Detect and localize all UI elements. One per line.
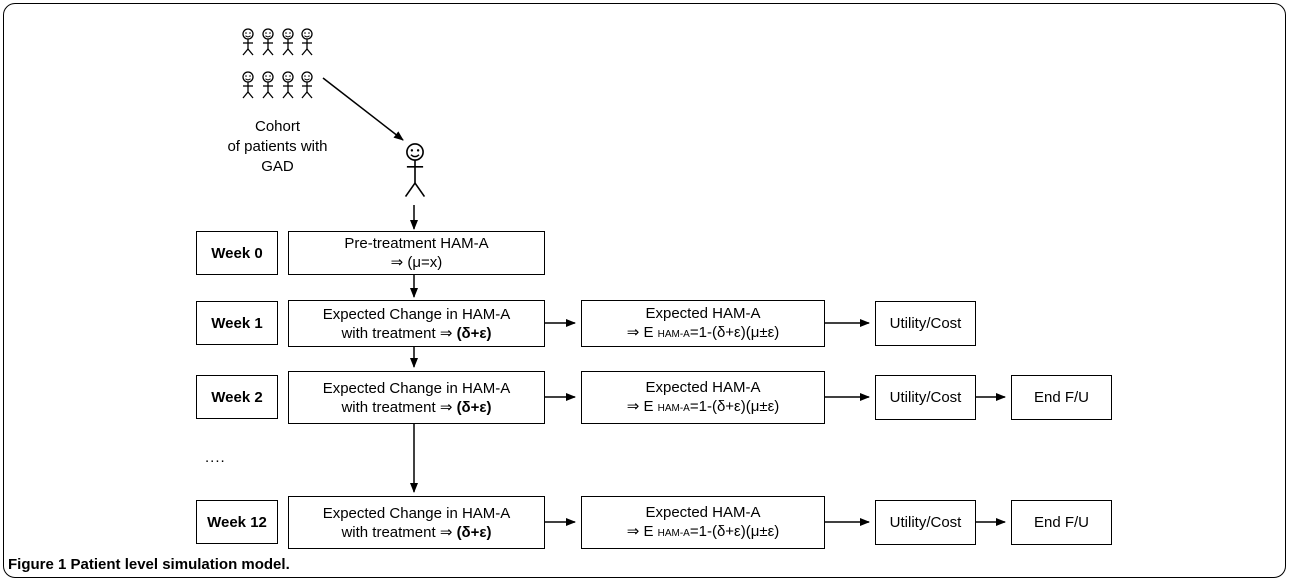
- w1-expected-change-box: Expected Change in HAM-A with treatment …: [288, 300, 545, 347]
- w12-utility-cost-box: Utility/Cost: [875, 500, 976, 545]
- person-icon: [282, 28, 294, 56]
- cohort-label: Cohort of patients with GAD: [227, 118, 328, 175]
- w2-expected-change-box: Expected Change in HAM-A with treatment …: [288, 371, 545, 424]
- person-icon: [242, 71, 254, 99]
- cohort-figures: [242, 28, 313, 99]
- w1-expected-hama-box: Expected HAM-A ⇒ E HAM-A=1-(δ+ε)(μ±ε): [581, 300, 825, 347]
- w2-utility-cost-box: Utility/Cost: [875, 375, 976, 420]
- pretreatment-box: Pre-treatment HAM-A ⇒ (μ=x): [288, 231, 545, 275]
- flow-arrows: [322, 77, 1006, 526]
- arrow-cohort-to-patient: [322, 77, 404, 141]
- w2-expected-hama-box: Expected HAM-A ⇒ E HAM-A=1-(δ+ε)(μ±ε): [581, 371, 825, 424]
- figure-frame: [3, 3, 1286, 578]
- person-icon: [282, 71, 294, 99]
- w12-expected-hama-box: Expected HAM-A ⇒ E HAM-A=1-(δ+ε)(μ±ε): [581, 496, 825, 549]
- person-icon: [301, 28, 313, 56]
- w12-expected-change-box: Expected Change in HAM-A with treatment …: [288, 496, 545, 549]
- person-icon: [242, 28, 254, 56]
- person-icon: [262, 71, 274, 99]
- w2-end-fu-box: End F/U: [1011, 375, 1112, 420]
- person-icon: [301, 71, 313, 99]
- single-patient-icon: [404, 143, 426, 198]
- w1-utility-cost-box: Utility/Cost: [875, 301, 976, 346]
- w12-end-fu-box: End F/U: [1011, 500, 1112, 545]
- figure-caption: Figure 1 Patient level simulation model.: [8, 556, 290, 573]
- week-0-label: Week 0: [196, 231, 278, 275]
- week-2-label: Week 2: [196, 375, 278, 419]
- person-icon: [262, 28, 274, 56]
- week-1-label: Week 1: [196, 301, 278, 345]
- ellipsis: ....: [205, 449, 226, 466]
- week-12-label: Week 12: [196, 500, 278, 544]
